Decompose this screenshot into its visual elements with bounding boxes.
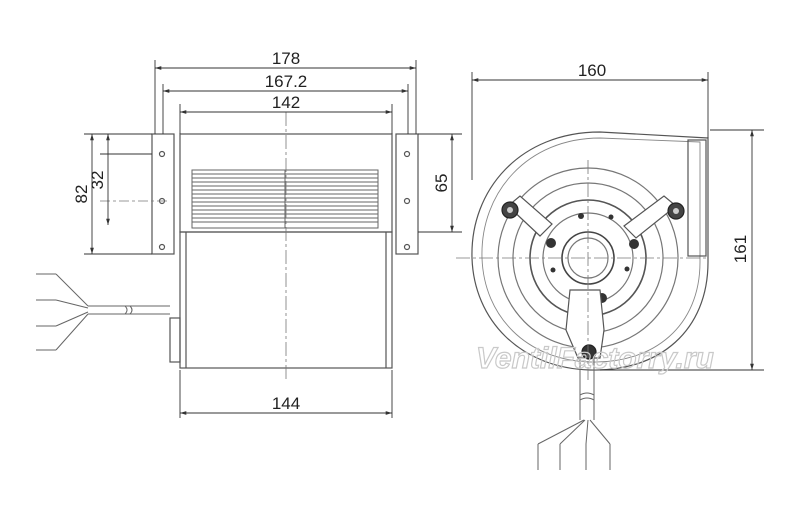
dim-82: 82 (72, 185, 91, 204)
cable-gland (169, 317, 181, 363)
dim-160: 160 (578, 61, 606, 80)
front-dimensions (471, 72, 764, 371)
front-view (456, 131, 709, 470)
outlet-flange (687, 139, 707, 257)
mount-hole (158, 150, 166, 158)
side-dimensions (84, 60, 462, 418)
dim-65: 65 (432, 174, 451, 193)
mount-hole (403, 243, 411, 251)
watermark: VentilFactorry.ru (476, 342, 714, 375)
mount-hole (403, 197, 411, 205)
dim-32: 32 (88, 171, 107, 190)
mount-hole (158, 243, 166, 251)
mount-hole (403, 150, 411, 158)
motor-arm-left (507, 195, 553, 237)
front-cable (537, 358, 611, 470)
side-dimension-labels: 178 167.2 142 82 32 65 144 (72, 49, 451, 413)
dim-144: 144 (272, 394, 300, 413)
front-dimension-labels: 160 161 (578, 61, 750, 263)
dim-142: 142 (272, 93, 300, 112)
dim-167-2: 167.2 (265, 72, 308, 91)
dim-161: 161 (731, 235, 750, 263)
side-view (36, 112, 419, 380)
right-mount-bracket (395, 133, 419, 255)
dim-178: 178 (272, 49, 300, 68)
scroll-housing (471, 131, 709, 371)
impeller-blades (191, 169, 379, 229)
cable (36, 273, 170, 351)
cable-outlet (565, 289, 605, 359)
motor-arm-right (623, 195, 677, 239)
